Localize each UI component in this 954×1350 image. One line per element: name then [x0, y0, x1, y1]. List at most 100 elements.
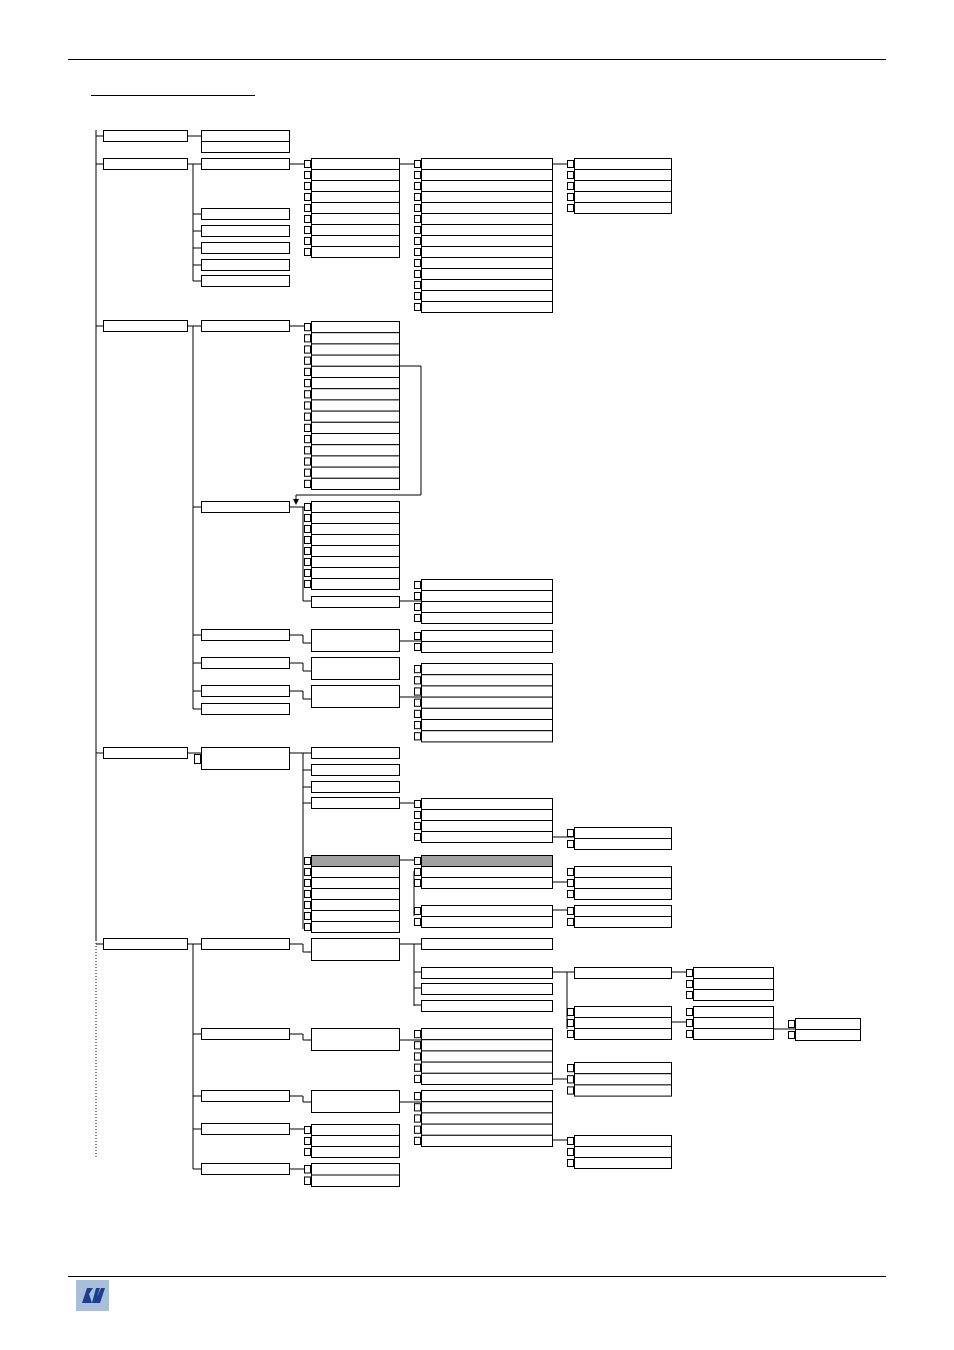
menu-item-box — [795, 1029, 861, 1041]
menu-item-box — [414, 160, 421, 168]
menu-item-box — [304, 379, 311, 388]
menu-item-box — [311, 202, 400, 214]
menu-item-box — [304, 435, 311, 444]
menu-item-box — [414, 732, 421, 741]
menu-item-box — [201, 703, 290, 715]
menu-item-box — [304, 356, 311, 365]
menu-item-box — [567, 1019, 574, 1027]
menu-item-box — [567, 840, 574, 848]
menu-item-box — [421, 685, 553, 698]
menu-item-box — [311, 444, 400, 457]
menu-item-box — [574, 827, 672, 839]
menu-item-box — [311, 365, 400, 378]
menu-item-box — [304, 423, 311, 432]
menu-item-box — [414, 665, 421, 674]
menu-item-box — [686, 991, 693, 999]
menu-item-box — [311, 399, 400, 412]
menu-item-box — [311, 377, 400, 390]
menu-item-box — [201, 938, 290, 950]
menu-item-box — [311, 354, 400, 367]
menu-item-box — [421, 257, 553, 269]
menu-item-box — [304, 182, 311, 190]
menu-item-box — [311, 764, 400, 776]
menu-item-box — [304, 446, 311, 455]
menu-item-box — [103, 938, 188, 950]
arrow-down-icon — [293, 499, 299, 505]
menu-item-box — [574, 916, 672, 928]
menu-item-box — [304, 868, 311, 876]
menu-item-box — [414, 643, 421, 651]
menu-item-box — [574, 202, 672, 214]
menu-item-box — [574, 1062, 672, 1075]
menu-item-box — [304, 367, 311, 376]
menu-item-box — [567, 879, 574, 887]
menu-item-box — [414, 614, 421, 622]
menu-item-box — [311, 596, 400, 608]
menu-item-box — [686, 969, 693, 977]
menu-item-box — [567, 1064, 574, 1073]
menu-item-box — [567, 868, 574, 876]
menu-item-box — [311, 191, 400, 203]
menu-item-box — [421, 696, 553, 709]
menu-item-box — [421, 601, 553, 613]
menu-item-box — [421, 235, 553, 247]
menu-item-box — [311, 1163, 400, 1176]
menu-item-box — [311, 343, 400, 356]
menu-item-box — [311, 388, 400, 401]
menu-item-box — [311, 899, 400, 911]
menu-item-box — [574, 888, 672, 900]
menu-item-box — [414, 1125, 421, 1134]
menu-item-box — [421, 202, 553, 214]
menu-item-box — [421, 1050, 553, 1063]
menu-item-box — [421, 1090, 553, 1103]
menu-item-box — [304, 248, 311, 256]
menu-item-box — [567, 182, 574, 190]
menu-boxes — [103, 130, 861, 1187]
menu-item-box — [304, 569, 311, 577]
menu-item-box — [311, 747, 400, 759]
menu-item-box — [421, 1061, 553, 1074]
menu-item-box — [103, 320, 188, 332]
menu-item-box — [421, 180, 553, 192]
menu-item-box — [304, 401, 311, 410]
menu-item-box — [414, 822, 421, 830]
menu-item-box — [311, 921, 400, 933]
menu-item-box — [421, 246, 553, 258]
menu-item-box — [201, 629, 290, 641]
menu-item-box — [567, 829, 574, 837]
menu-item-box — [311, 534, 400, 546]
menu-item-box — [574, 1157, 672, 1169]
menu-item-box — [311, 657, 400, 680]
menu-item-box — [311, 512, 400, 524]
menu-item-box — [414, 171, 421, 179]
menu-item-box — [311, 1090, 400, 1113]
menu-item-box — [421, 877, 553, 889]
menu-item-box — [567, 160, 574, 168]
menu-item-box-highlighted — [421, 855, 553, 867]
menu-item-box — [693, 1028, 774, 1040]
menu-item-box — [693, 1006, 774, 1018]
menu-item-box — [414, 857, 421, 865]
menu-item-box — [103, 158, 188, 170]
menu-item-box — [304, 890, 311, 898]
menu-item-box — [304, 857, 311, 865]
menu-item-box — [311, 235, 400, 247]
menu-item-box — [414, 592, 421, 600]
menu-item-box — [574, 877, 672, 889]
menu-item-box — [414, 226, 421, 234]
menu-item-box — [574, 1135, 672, 1147]
menu-item-box — [201, 259, 290, 271]
menu-item-box — [421, 1101, 553, 1114]
menu-item-box — [201, 158, 290, 170]
menu-item-box — [304, 558, 311, 566]
menu-item-box — [414, 303, 421, 311]
menu-item-box — [421, 1123, 553, 1136]
menu-item-box — [574, 158, 672, 170]
menu-item-box — [421, 916, 553, 928]
menu-item-box — [788, 1031, 795, 1039]
menu-item-box — [311, 466, 400, 479]
footer-rule — [68, 1276, 886, 1277]
menu-item-box — [311, 629, 400, 652]
menu-item-box — [414, 248, 421, 256]
